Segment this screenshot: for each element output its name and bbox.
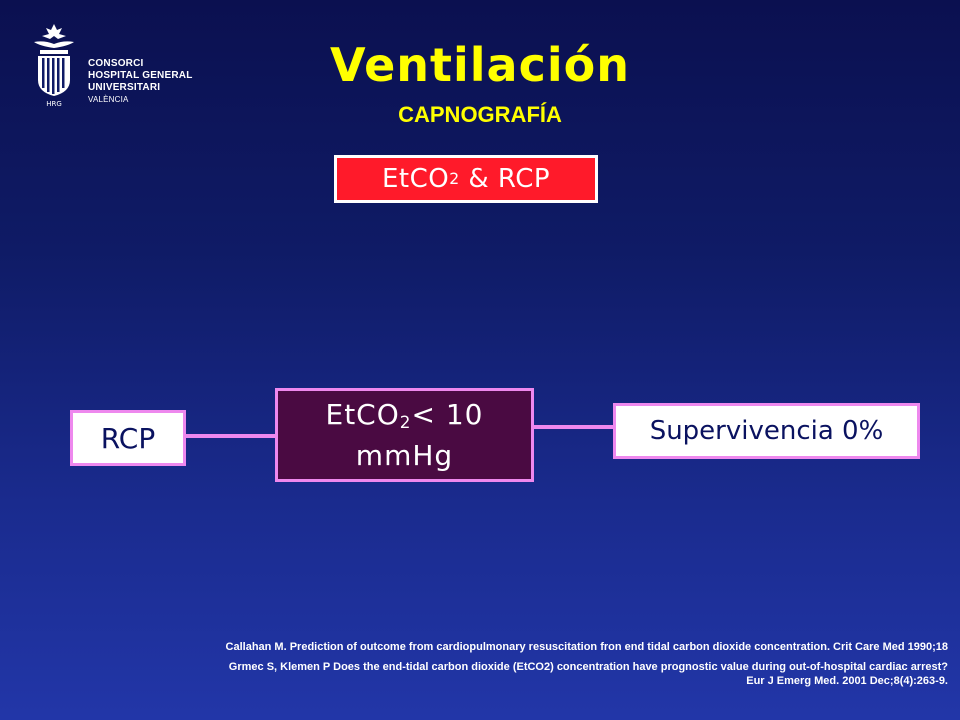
threshold-line-1: EtCO2< 10 [326, 398, 484, 439]
logo-line-3: UNIVERSITARI [88, 82, 161, 93]
threshold-suffix: < 10 [411, 397, 484, 431]
threshold-prefix: EtCO [325, 397, 400, 431]
hospital-logo: HRG CONSORCI HOSPITAL GENERAL UNIVERSITA… [24, 22, 194, 112]
rcp-box: RCP [70, 410, 186, 466]
logo-letters: HRG [46, 100, 62, 108]
logo-line-2: HOSPITAL GENERAL [88, 70, 193, 81]
slide-subtitle: CAPNOGRAFÍA [398, 102, 562, 127]
logo-line-1: CONSORCI [88, 58, 144, 69]
etco2-threshold-box: EtCO2< 10 mmHg [275, 388, 534, 482]
references: Callahan M. Prediction of outcome from c… [18, 640, 948, 688]
slide-title: Ventilación [330, 38, 630, 92]
threshold-line-2: mmHg [355, 438, 454, 472]
reference-1: Callahan M. Prediction of outcome from c… [225, 641, 948, 653]
logo-text: CONSORCI HOSPITAL GENERAL UNIVERSITARI V… [88, 58, 193, 106]
reference-2-line-2: Eur J Emerg Med. 2001 Dec;8(4):263-9. [746, 675, 948, 687]
threshold-subscript: 2 [399, 411, 412, 432]
reference-2-line-1: Grmec S, Klemen P Does the end-tidal car… [228, 661, 948, 673]
top-box-subscript: 2 [449, 170, 460, 188]
survival-box: Supervivencia 0% [613, 403, 920, 459]
top-box-suffix: & RCP [459, 164, 551, 194]
top-box-prefix: EtCO [381, 164, 450, 194]
logo-line-4: VALÈNCIA [88, 95, 129, 104]
coat-of-arms-icon: HRG [34, 24, 74, 108]
connector-right [534, 425, 613, 429]
connector-left [186, 434, 275, 438]
